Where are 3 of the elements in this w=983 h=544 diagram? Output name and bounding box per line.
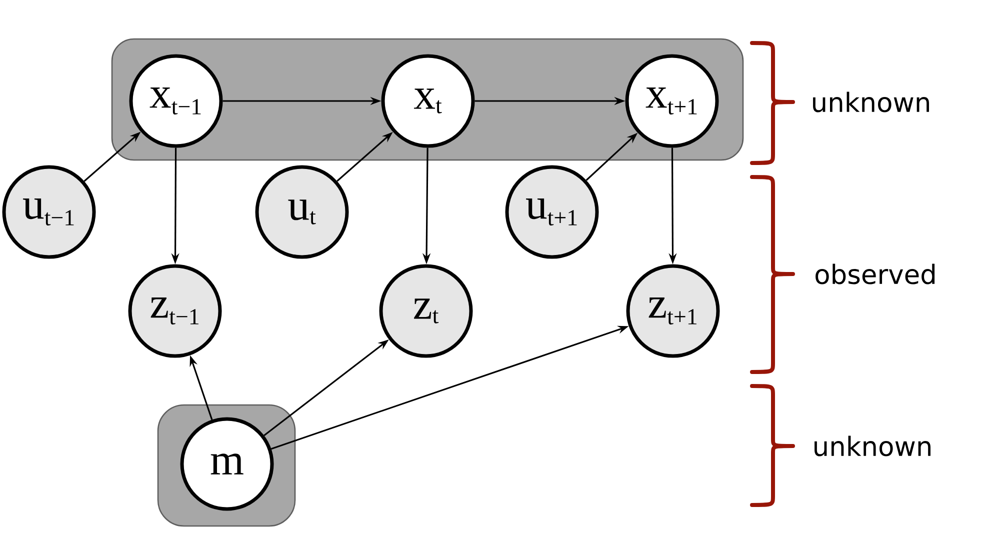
bracket-label: unknown [814,436,930,456]
bracket-label: observed [816,264,935,284]
bracket-label: unknown [813,92,929,112]
